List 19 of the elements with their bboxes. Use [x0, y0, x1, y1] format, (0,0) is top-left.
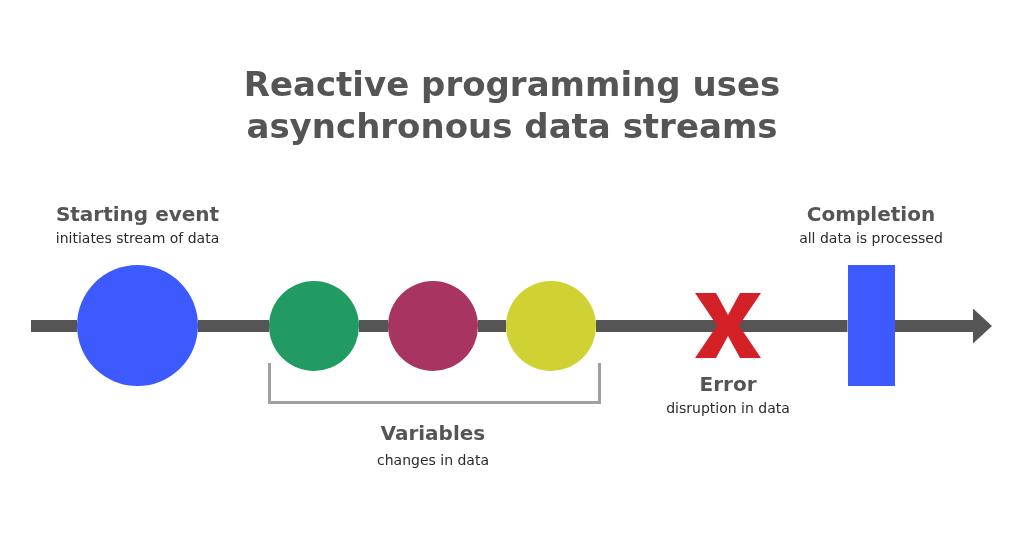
event-circle [388, 281, 478, 371]
event-circle [269, 281, 359, 371]
event-description: initiates stream of data [55, 229, 220, 248]
line-segment [31, 320, 77, 332]
arrow [894, 308, 992, 344]
bracket-description: changes in data [377, 451, 489, 470]
event-heading: Error [699, 371, 757, 398]
event-description: disruption in data [666, 399, 790, 418]
event-heading: Starting event [55, 201, 220, 228]
title: Reactive programming uses asynchronous data streams [242, 63, 782, 147]
line-segment [596, 320, 717, 332]
line-segment [739, 320, 848, 332]
bracket-heading: Variables [380, 420, 486, 447]
line-segment [359, 320, 388, 332]
event-heading: Completion [806, 201, 936, 228]
line-segment [478, 320, 506, 332]
event-circle [506, 281, 596, 371]
line-segment [198, 320, 269, 332]
event-description: all data is processed [799, 229, 943, 248]
